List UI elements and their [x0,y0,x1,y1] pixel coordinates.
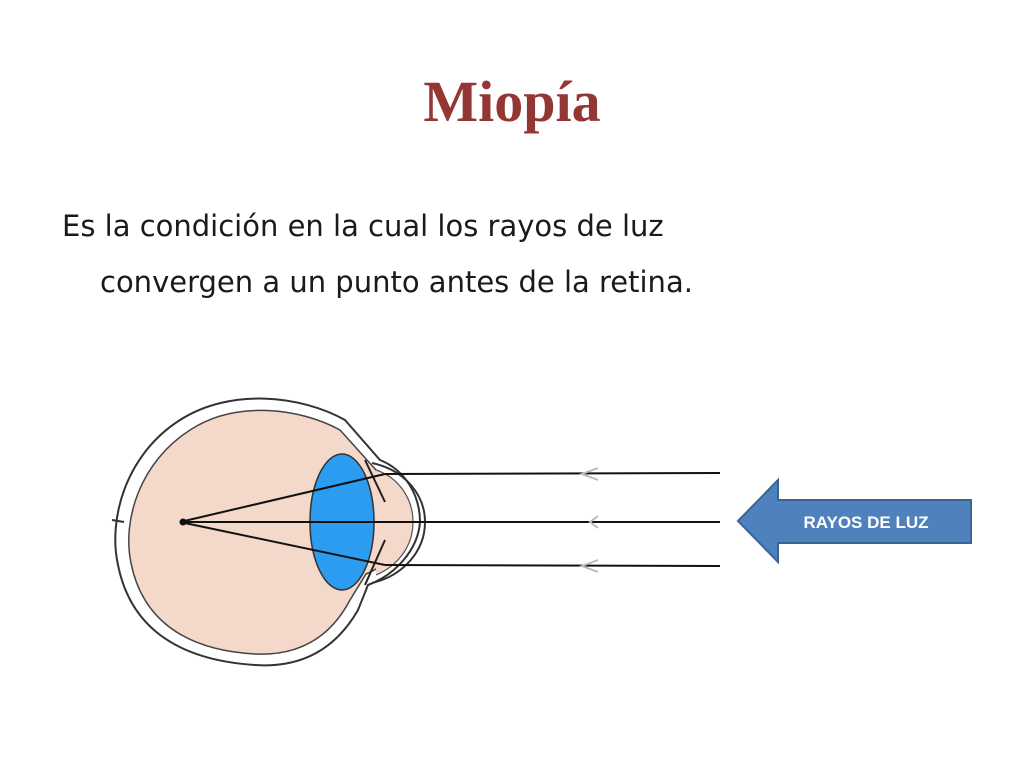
focal-point [179,518,187,526]
rayos-de-luz-arrow: RAYOS DE LUZ [736,477,972,565]
definition-line-1: Es la condición en la cual los rayos de … [62,209,664,243]
eyeball [111,397,427,667]
definition-text: Es la condición en la cual los rayos de … [62,198,962,310]
slide-title: Miopía [423,69,601,134]
ray-top-direction-mark [579,467,599,481]
iris-top [364,459,386,503]
arrow-label: RAYOS DE LUZ [803,513,928,532]
optic-mark [111,519,125,523]
ray-top-parallel [384,472,721,475]
ray-direction-marks [579,467,599,573]
definition-line-2: convergen a un punto antes de la retina. [100,265,693,299]
ray-bottom-direction-mark [579,559,599,573]
arrow-shape [736,477,972,565]
ray-middle-direction-mark [588,515,599,529]
ray-bottom-converging [179,521,386,566]
ray-top-converging [179,473,386,523]
ray-bottom-parallel [384,564,721,567]
light-rays [179,472,721,567]
